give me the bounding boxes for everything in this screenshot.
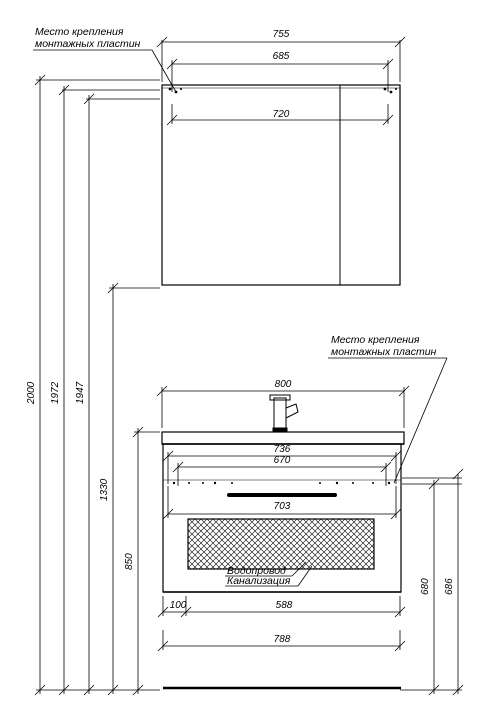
dim-cabinet-top: 736 [273,444,291,455]
mirror-dimension-lines [156,36,406,126]
dim-pipe-span: 588 [275,600,293,611]
mirror-mount-points [168,87,397,94]
dim-mirror-mount: 685 [272,51,290,62]
pipe-leader-sewer-slant [297,565,313,587]
water-supply-label: Водопровод [227,565,286,577]
mount-note-bottom-line2: монтажных пластин [331,346,437,358]
height-dimension-lines [34,74,464,696]
dim-height-680: 680 [420,578,431,595]
dim-height-1947: 1947 [75,381,86,404]
vanity-dimension-lines [156,385,410,652]
dim-mirror-inner: 720 [272,109,290,120]
mount-leader-top-slant [151,49,177,93]
dim-pipe-offset: 100 [169,600,187,611]
vanity-mount-points [172,481,391,485]
dim-height-1330: 1330 [99,478,110,501]
sewer-label: Канализация [227,575,291,587]
mount-note-top: Место крепления монтажных пластин [35,26,140,50]
vanity-unit [161,431,405,690]
mount-note-bottom-line1: Место крепления [331,334,420,346]
dim-mirror-total: 755 [272,29,290,40]
dim-height-1972: 1972 [50,381,61,404]
dim-basin-width: 800 [274,379,292,390]
mount-note-top-line1: Место крепления [35,26,124,38]
dim-height-2000: 2000 [26,381,37,404]
mirror-cabinet [161,84,401,286]
dim-base-width: 788 [273,634,291,645]
dim-cabinet-mount: 670 [273,455,291,466]
mount-note-top-line2: монтажных пластин [35,38,141,50]
dim-height-686: 686 [444,578,455,595]
faucet-icon [269,394,299,433]
dim-cabinet-inner: 703 [273,501,291,512]
dim-height-850: 850 [124,553,135,570]
mount-note-bottom: Место крепления монтажных пластин [331,334,436,358]
pipe-leader-water-slant [291,561,307,577]
mount-leader-bottom-slant [393,357,448,484]
